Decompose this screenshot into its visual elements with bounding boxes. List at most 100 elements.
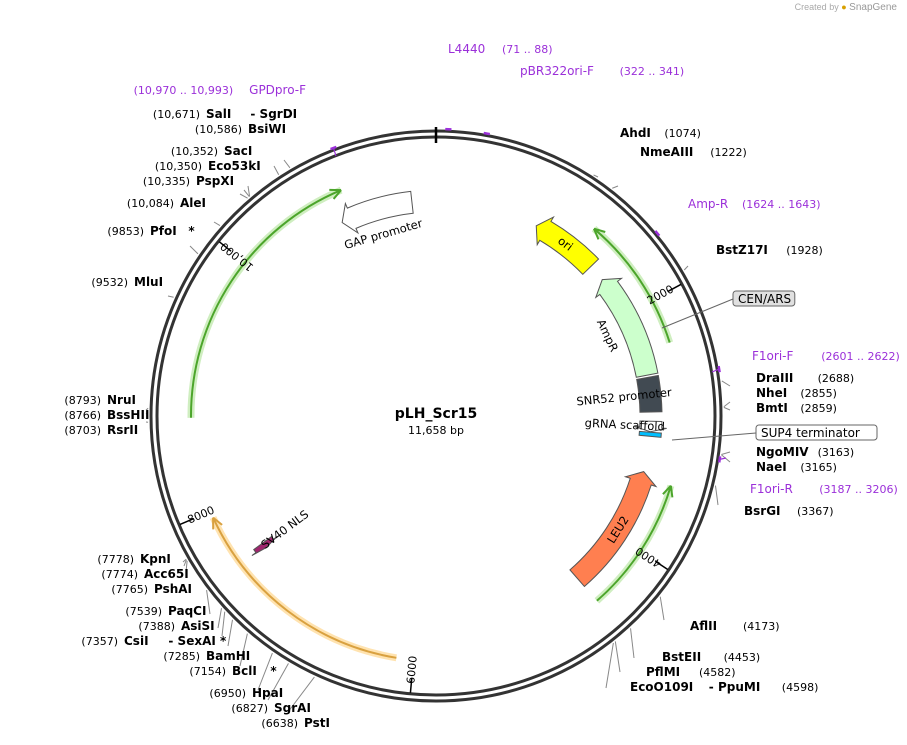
primer-f1ori-r: F1ori-R(3187 .. 3206) (750, 482, 898, 496)
enzyme-position: (10,671) (153, 108, 200, 121)
enzyme-site-kpni: (7778)KpnI (97, 552, 170, 566)
tick-mark (409, 677, 413, 693)
cen-ars-box-label: CEN/ARS (738, 292, 791, 306)
enzyme-star: * (188, 224, 195, 238)
grna-scaffold-label: gRNA scaffold (584, 416, 665, 434)
enzyme-site-aflii: AflII (4173) (690, 619, 780, 633)
enzyme-position: (10,352) (171, 145, 218, 158)
enzyme-name: PflMI (646, 665, 680, 679)
enzyme-site-bcli: (7154)BclI* (189, 664, 277, 678)
grna-scaffold-feature (634, 420, 667, 433)
primer-range: (10,970 .. 10,993) (134, 84, 234, 97)
enzyme-leader-line (721, 451, 731, 455)
enzyme-leader-line (239, 193, 248, 199)
enzyme-name: BstEII (662, 650, 701, 664)
enzyme-position: (1074) (664, 127, 701, 140)
enzyme-name: AhdI (620, 126, 651, 140)
enzyme-position: (8703) (64, 424, 101, 437)
enzyme-name: BstZ17I (716, 243, 768, 257)
enzyme-position: (4582) (699, 666, 736, 679)
ori-feature (535, 215, 600, 276)
enzyme-name: AsiSI (181, 619, 215, 633)
primer-range: (322 .. 341) (620, 65, 685, 78)
primer-binding-mark (330, 145, 337, 151)
enzyme-site-acc65i: (7774)Acc65I (101, 567, 188, 581)
enzyme-site-sali: (10,671)SalI- SgrDI (153, 107, 297, 121)
enzyme-leader-line (614, 641, 621, 673)
enzyme-position: (2855) (800, 387, 837, 400)
enzyme-name: AflII (690, 619, 717, 633)
primer-name: GPDpro-F (249, 83, 306, 97)
enzyme-position: (1928) (786, 244, 823, 257)
enzyme-name: BmtI (756, 401, 788, 415)
gap-promoter-feature (341, 190, 414, 235)
tick-mark (654, 560, 669, 571)
enzyme-site-alei: (10,084)AleI (127, 196, 206, 210)
orf-1 (593, 227, 671, 343)
enzyme-site-ecoo109i: EcoO109I- PpuMI(4598) (630, 680, 818, 694)
sup4-terminator-leader-line (671, 432, 757, 441)
enzyme-name: NruI (107, 393, 136, 407)
enzyme-site-bsiwi: (10,586)BsiWI (195, 122, 286, 136)
enzyme-site-bstz17i: BstZ17I (1928) (716, 243, 823, 257)
tick-label: 2000 (645, 283, 676, 308)
primer-pbr322ori-f: pBR322ori-F(322 .. 341) (520, 64, 684, 78)
enzyme-leader-line (605, 642, 614, 689)
enzyme-name: PfoI (150, 224, 177, 238)
enzyme-site-nrui: (8793) NruI (64, 393, 136, 407)
enzyme-leader-line (683, 265, 689, 271)
tick-label: 6000 (404, 655, 420, 684)
enzyme-name: BsrGI (744, 504, 781, 518)
enzyme-name: NgoMIV (756, 445, 809, 459)
enzyme-position: (2859) (800, 402, 837, 415)
enzyme-leader-line (239, 633, 248, 667)
enzyme-site-ngomiv: NgoMIV(3163) (756, 445, 854, 459)
enzyme-name: SacI (224, 144, 252, 158)
enzyme-star: * (270, 664, 277, 678)
enzyme-name: AleI (180, 196, 206, 210)
enzyme-site-csii: (7357)CsiI- SexAI * (81, 634, 227, 648)
orf-1-arrowhead (593, 227, 606, 240)
enzyme-site-pspxi: (10,335)PspXI (143, 174, 234, 188)
enzyme-leader-line (183, 559, 187, 567)
credit-text: Created by (794, 2, 839, 12)
orf-2-arrowhead (662, 485, 674, 498)
enzyme-name: Acc65I (144, 567, 189, 581)
enzyme-name: HpaI (252, 686, 283, 700)
enzyme-site-hpai: (6950)HpaI (209, 686, 283, 700)
enzyme-alias: - SexAI * (168, 634, 227, 648)
enzyme-position: (3165) (800, 461, 837, 474)
enzyme-name: NmeAIII (640, 145, 693, 159)
enzyme-leader-line (185, 560, 188, 573)
snapgene-logo-icon: ● (841, 2, 847, 12)
enzyme-leader-line (630, 628, 635, 659)
enzyme-leader-line (182, 558, 187, 563)
enzyme-site-bamhi: (7285)BamHI (163, 649, 250, 663)
enzyme-name: SgrAI (274, 701, 311, 715)
enzyme-leader-line (227, 619, 233, 647)
sup4-terminator-box (755, 424, 878, 441)
enzyme-position: (1222) (710, 146, 747, 159)
enzyme-leader-line (659, 596, 665, 621)
enzyme-name: DraIII (756, 371, 793, 385)
enzyme-position: (8793) (64, 394, 101, 407)
enzyme-leader-line (206, 590, 211, 615)
enzyme-name: Eco53kI (208, 159, 261, 173)
primer-range: (3187 .. 3206) (819, 483, 898, 496)
credit-brand: SnapGene (849, 2, 897, 13)
enzyme-site-nmeaiii: NmeAIII (1222) (640, 145, 747, 159)
enzyme-name: SalI (206, 107, 231, 121)
primer-binding-mark (654, 230, 661, 237)
primer-name: L4440 (448, 42, 485, 56)
enzyme-name: MluI (134, 275, 163, 289)
enzyme-position: (6638) (261, 717, 298, 730)
primer-binding-mark (483, 131, 491, 136)
sup4-terminator-feature (638, 430, 662, 438)
enzyme-position: (7765) (111, 583, 148, 596)
orf-3-arrowhead (212, 516, 223, 530)
plasmid-size: 11,658 bp (408, 424, 464, 437)
enzyme-position: (4173) (743, 620, 780, 633)
enzyme-name: NheI (756, 386, 787, 400)
